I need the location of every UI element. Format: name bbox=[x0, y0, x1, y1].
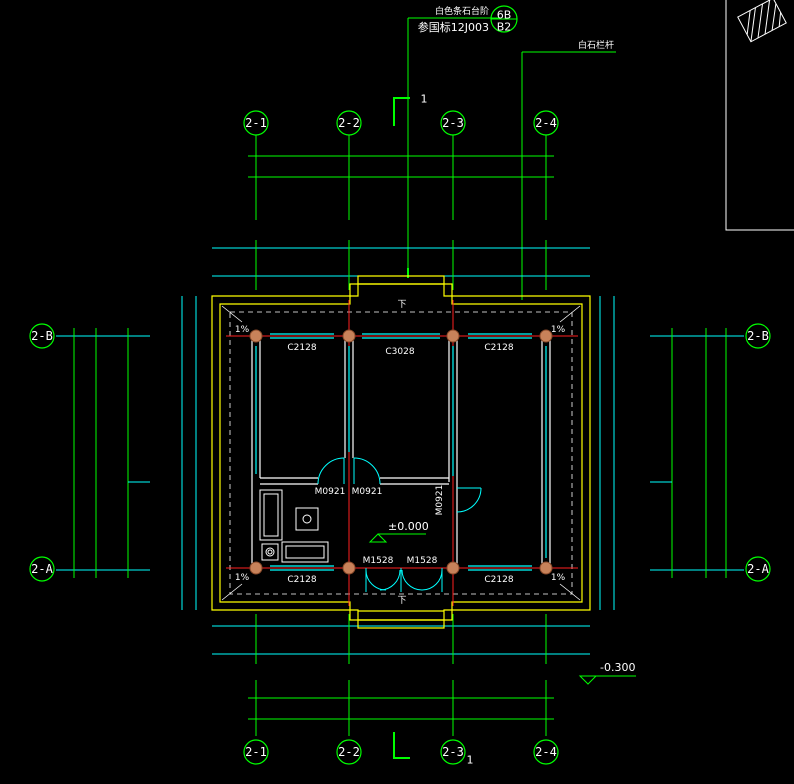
dimensions-bottom bbox=[248, 680, 554, 736]
door-label-m3: M0921 bbox=[435, 485, 445, 516]
slope-bottom-left: 1% bbox=[235, 573, 250, 583]
window-labels: C2128 C3028 C2128 C2128 C2128 bbox=[287, 343, 513, 585]
note-stone-steps: 白色条石台阶 bbox=[435, 5, 489, 17]
slope-top-left: 1% bbox=[235, 325, 250, 335]
slope-bottom-right: 1% bbox=[551, 573, 566, 583]
axis-label-right-a: 2-A bbox=[747, 562, 769, 576]
axis-lines bbox=[226, 300, 578, 606]
svg-text:±0.000: ±0.000 bbox=[388, 520, 429, 533]
slope-top-right: 1% bbox=[551, 325, 566, 335]
section-mark-bottom: 1 bbox=[393, 732, 474, 767]
note-standard-ref: 参国标12J003 bbox=[418, 20, 489, 34]
terrace-outline bbox=[211, 275, 591, 629]
svg-text:1: 1 bbox=[467, 754, 474, 767]
slope-labels: 1% 1% 1% 1% bbox=[235, 325, 566, 583]
dimensions-right bbox=[650, 328, 744, 578]
dimensions-left bbox=[56, 328, 150, 578]
section-mark-top: 1 bbox=[393, 93, 428, 126]
level-outside: -0.300 bbox=[578, 661, 636, 685]
window-label-bottom-right: C2128 bbox=[484, 575, 513, 585]
stair-mark-bottom: 下 bbox=[397, 596, 406, 606]
axis-label-top-4: 2-4 bbox=[535, 116, 557, 130]
furniture bbox=[259, 489, 329, 563]
window-label-top-mid: C3028 bbox=[385, 347, 414, 357]
axis-label-top-1: 2-1 bbox=[245, 116, 267, 130]
axis-label-left-a: 2-A bbox=[31, 562, 53, 576]
stair-marks: 下 下 bbox=[397, 300, 406, 606]
door-labels: M0921 M0921 M0921 M1528 M1528 bbox=[315, 485, 445, 566]
walls bbox=[251, 332, 551, 572]
detail-index-top: 6B bbox=[497, 9, 512, 22]
axis-label-left-b: 2-B bbox=[31, 329, 53, 343]
note-stone-railing: 白石栏杆 bbox=[578, 39, 614, 51]
svg-text:-0.300: -0.300 bbox=[600, 661, 635, 674]
window-label-top-right: C2128 bbox=[484, 343, 513, 353]
inset-frame bbox=[725, 0, 794, 231]
axis-bubbles-left: 2-B 2-A bbox=[29, 323, 55, 582]
axis-label-top-3: 2-3 bbox=[442, 116, 464, 130]
axis-label-top-2: 2-2 bbox=[338, 116, 360, 130]
window-frames bbox=[255, 333, 547, 571]
door-label-m1: M0921 bbox=[315, 487, 346, 497]
dimensions-top bbox=[248, 136, 554, 220]
axis-label-right-b: 2-B bbox=[747, 329, 769, 343]
columns bbox=[249, 329, 553, 575]
stair-mark-top: 下 bbox=[397, 300, 406, 310]
axis-label-bottom-2: 2-2 bbox=[338, 745, 360, 759]
axis-label-bottom-1: 2-1 bbox=[245, 745, 267, 759]
door-label-m4: M1528 bbox=[363, 556, 394, 566]
detail-index-bottom: B2 bbox=[497, 21, 512, 34]
svg-text:1: 1 bbox=[421, 93, 428, 106]
window-label-bottom-left: C2128 bbox=[287, 575, 316, 585]
window-label-top-left: C2128 bbox=[287, 343, 316, 353]
axis-bubbles-bottom: 2-1 2-2 2-3 2-4 bbox=[243, 739, 559, 765]
axis-label-bottom-3: 2-3 bbox=[442, 745, 464, 759]
axis-bubbles-right: 2-B 2-A bbox=[745, 323, 771, 582]
door-swings bbox=[317, 457, 482, 592]
level-floor: ±0.000 bbox=[368, 520, 429, 543]
leader-notes: 6B B2 白色条石台阶 参国标12J003 白石栏杆 bbox=[407, 5, 616, 300]
axis-label-bottom-4: 2-4 bbox=[535, 745, 557, 759]
platform-edge bbox=[221, 305, 581, 601]
door-label-m5: M1528 bbox=[407, 556, 438, 566]
axis-bubbles-top: 2-1 2-2 2-3 2-4 bbox=[243, 110, 559, 150]
door-label-m2: M0921 bbox=[352, 487, 383, 497]
